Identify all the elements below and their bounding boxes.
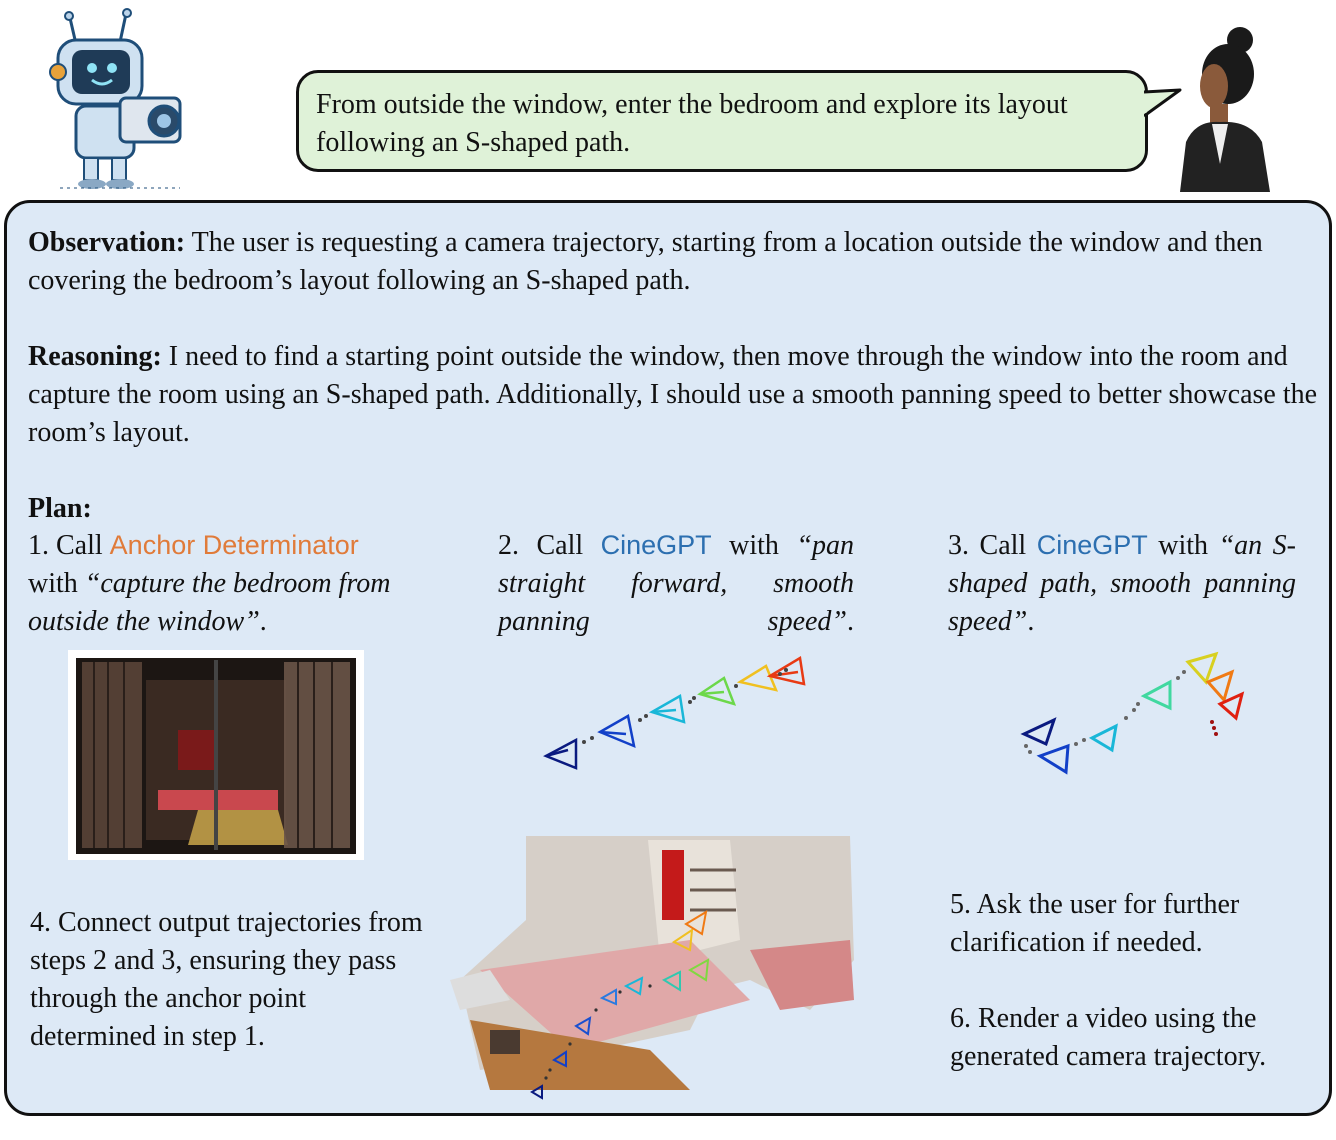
cinegpt-tool: CineGPT xyxy=(1036,530,1148,560)
speech-bubble xyxy=(296,70,1148,172)
plan-label: Plan: xyxy=(28,493,92,524)
plan-step-3: 3. Call CineGPT with “an S-shaped path, … xyxy=(948,530,1296,637)
woman-user-icon xyxy=(1180,27,1270,192)
user-request-text: From outside the window, enter the bedro… xyxy=(316,89,1068,158)
reasoning-text: I need to find a starting point outside … xyxy=(28,341,1318,448)
speech-bubble-tail xyxy=(1144,88,1182,118)
room-3d-render xyxy=(450,836,854,1100)
bedroom-window-image xyxy=(68,650,364,860)
anchor-determinator-tool: Anchor Determinator xyxy=(109,530,359,560)
observation-paragraph: Observation: The user is requesting a ca… xyxy=(28,224,1318,300)
plan-step-5: 5. Ask the user for further clarificatio… xyxy=(950,889,1240,958)
observation-label: Observation: xyxy=(28,227,186,258)
straight-trajectory-plot xyxy=(543,655,806,770)
plan-step-4: 4. Connect output trajectories from step… xyxy=(30,907,423,1052)
s-shaped-trajectory-plot xyxy=(1020,651,1245,775)
robot-camera-icon xyxy=(49,8,182,189)
plan-step-2: 2. Call CineGPT with “pan straight forwa… xyxy=(498,530,854,637)
reasoning-label: Reasoning: xyxy=(28,341,162,372)
plan-step-6: 6. Render a video using the generated ca… xyxy=(950,1003,1267,1072)
reasoning-paragraph: Reasoning: I need to find a starting poi… xyxy=(28,338,1318,452)
observation-text: The user is requesting a camera trajecto… xyxy=(28,227,1263,296)
cinegpt-tool: CineGPT xyxy=(600,530,712,560)
